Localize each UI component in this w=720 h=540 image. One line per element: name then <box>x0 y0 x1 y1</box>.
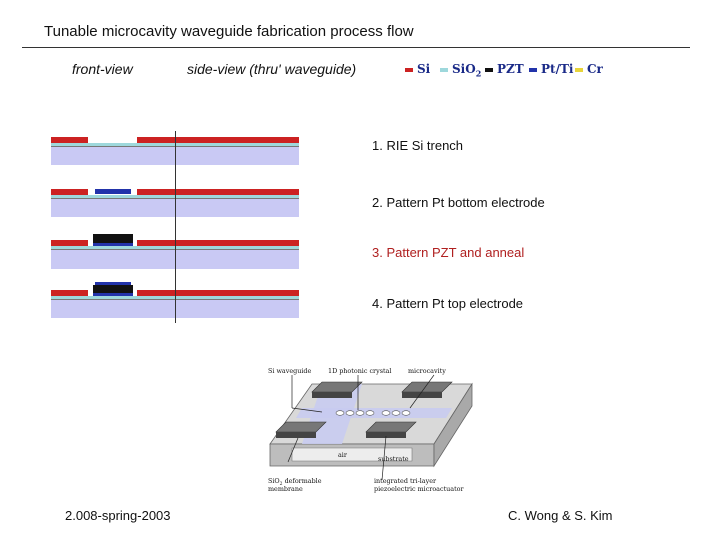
front-view-label: front-view <box>72 61 133 77</box>
label-microcavity: microcavity <box>408 367 446 375</box>
label-membrane-rest: deformable <box>283 477 322 485</box>
actuator-front-left <box>275 421 327 438</box>
device-3d-illustration: Si waveguide 1D photonic crystal microca… <box>268 367 473 493</box>
footer-course: 2.008-spring-2003 <box>65 508 171 523</box>
label-membrane-line-2: membrane <box>268 485 303 493</box>
title-divider <box>22 47 690 48</box>
air-gap <box>291 447 413 462</box>
section-cut-line <box>175 131 176 323</box>
si-layer-left <box>51 137 88 143</box>
photonic-crystal-holes <box>335 410 411 416</box>
pzt-layer <box>93 234 133 243</box>
legend-label-pt-ti: Pt/Ti <box>541 62 574 76</box>
legend-swatch-pt-ti <box>529 68 537 72</box>
si-layer-right <box>137 189 299 195</box>
step-3-label: 3. Pattern PZT and anneal <box>372 245 525 260</box>
pt-bottom-electrode <box>95 189 131 194</box>
legend-label-si: Si <box>417 62 431 76</box>
legend-sio2-subscript: 2 <box>475 68 482 79</box>
si-layer-right <box>137 240 299 246</box>
footer-authors: C. Wong & S. Kim <box>508 508 613 523</box>
si-layer-right <box>137 290 299 296</box>
label-photonic-crystal: 1D photonic crystal <box>328 367 391 375</box>
pzt-layer <box>93 285 133 293</box>
si-layer-right <box>137 137 299 143</box>
label-substrate: substrate <box>378 455 409 463</box>
legend-label-cr: Cr <box>587 62 603 76</box>
legend-swatch-sio2 <box>440 68 448 72</box>
step-1-label: 1. RIE Si trench <box>372 138 464 153</box>
actuator-back-left <box>311 381 363 398</box>
actuator-back-right <box>401 381 453 398</box>
label-leader-lines <box>287 374 435 481</box>
step-2-label: 2. Pattern Pt bottom electrode <box>372 195 545 210</box>
legend-swatch-cr <box>575 68 583 72</box>
label-si-waveguide: Si waveguide <box>268 367 311 375</box>
substrate-side <box>433 382 473 468</box>
slide-title: Tunable microcavity waveguide fabricatio… <box>44 23 414 40</box>
label-actuator-line-2: piezoelectric microactuator <box>374 485 464 493</box>
legend-label-sio2: SiO2 <box>452 62 481 78</box>
si-layer-left <box>51 240 88 246</box>
legend-swatch-pzt <box>485 68 493 72</box>
pt-bottom-electrode <box>93 243 133 246</box>
legend-label-pzt: PZT <box>497 62 524 76</box>
pt-bottom-electrode <box>93 293 133 296</box>
label-membrane-subscript: 2 <box>280 481 283 487</box>
si-layer-left <box>51 189 88 195</box>
actuator-front-right <box>365 421 417 438</box>
label-air: air <box>338 451 348 459</box>
pt-top-electrode <box>95 282 131 285</box>
si-layer-left <box>51 290 88 296</box>
legend-swatch-si <box>405 68 413 72</box>
label-actuator-line-1: integrated tri-layer <box>374 477 437 485</box>
legend-sio2-text: SiO <box>452 62 476 76</box>
label-membrane-line-1: SiO2 deformable <box>268 477 322 487</box>
step-4-label: 4. Pattern Pt top electrode <box>372 296 524 311</box>
label-membrane-sio: SiO <box>268 477 280 485</box>
side-view-label: side-view (thru' waveguide) <box>187 61 357 77</box>
